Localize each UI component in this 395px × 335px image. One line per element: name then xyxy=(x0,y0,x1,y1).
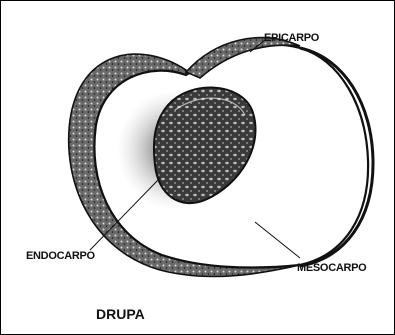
label-mesocarpo: MESOCARPO xyxy=(297,262,366,274)
label-epicarpo: EPICARPO xyxy=(264,32,319,44)
label-endocarpo: ENDOCARPO xyxy=(26,250,95,262)
diagram-title: DRUPA xyxy=(96,306,145,322)
